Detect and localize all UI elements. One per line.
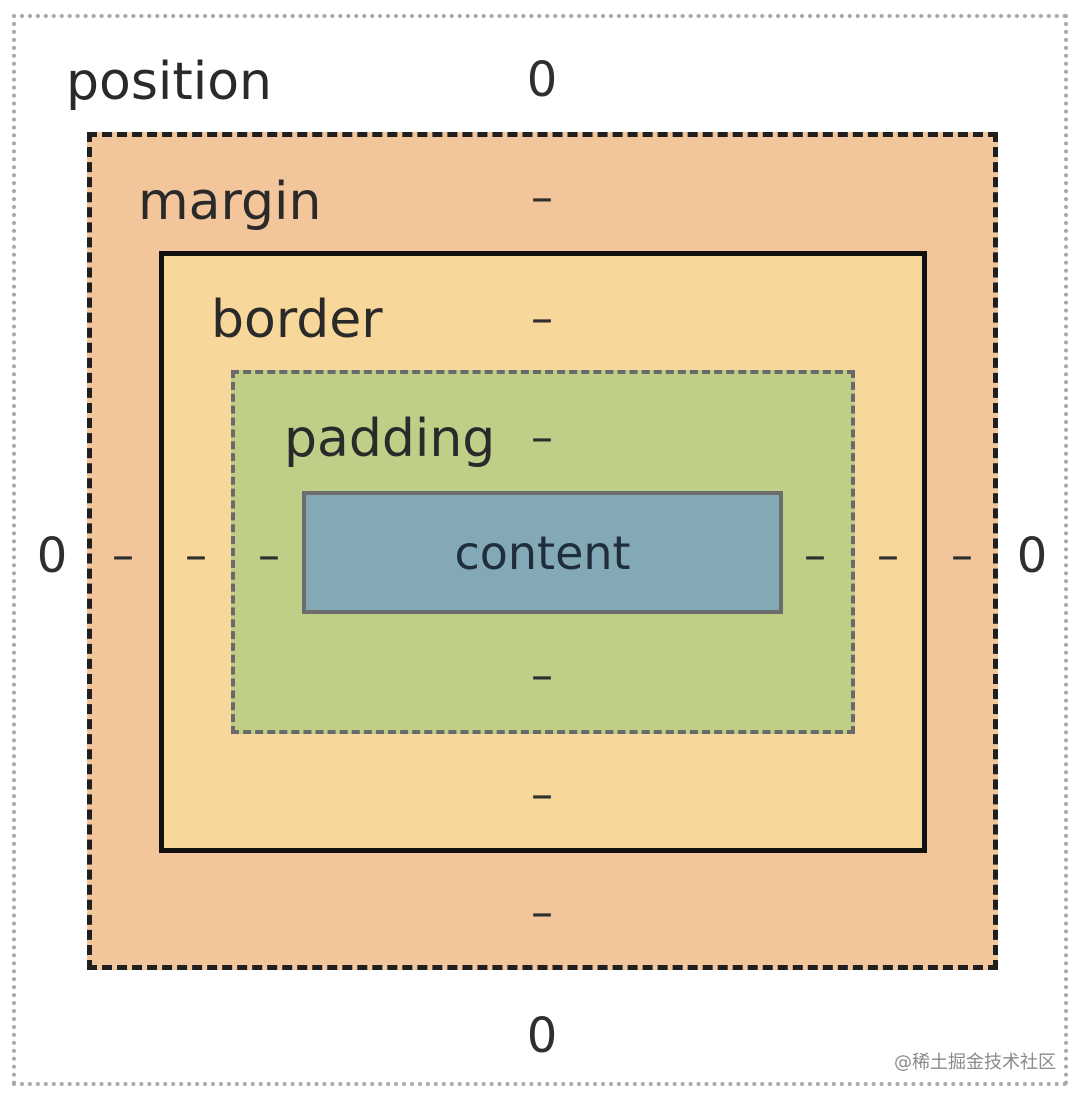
margin-label: margin xyxy=(138,172,322,232)
watermark-text: @稀土掘金技术社区 xyxy=(894,1052,1056,1073)
border-right-value: – xyxy=(877,530,899,581)
border-left-value: – xyxy=(185,530,207,581)
padding-top-value: – xyxy=(531,412,553,463)
padding-left-value: – xyxy=(258,530,280,581)
position-top-value: 0 xyxy=(526,52,558,108)
content-label: content xyxy=(454,525,631,580)
position-right-value: 0 xyxy=(1016,528,1048,584)
border-top-value: – xyxy=(531,293,553,344)
position-bottom-value: 0 xyxy=(526,1008,558,1064)
border-bottom-value: – xyxy=(531,769,553,820)
position-left-value: 0 xyxy=(36,528,68,584)
margin-left-value: – xyxy=(112,530,134,581)
margin-top-value: – xyxy=(531,172,553,223)
padding-label: padding xyxy=(284,409,496,469)
padding-right-value: – xyxy=(804,530,826,581)
margin-right-value: – xyxy=(951,530,973,581)
border-label: border xyxy=(211,290,383,350)
margin-bottom-value: – xyxy=(531,887,553,938)
padding-bottom-value: – xyxy=(531,650,553,701)
content-box: content xyxy=(302,491,783,614)
position-label: position xyxy=(66,52,272,112)
